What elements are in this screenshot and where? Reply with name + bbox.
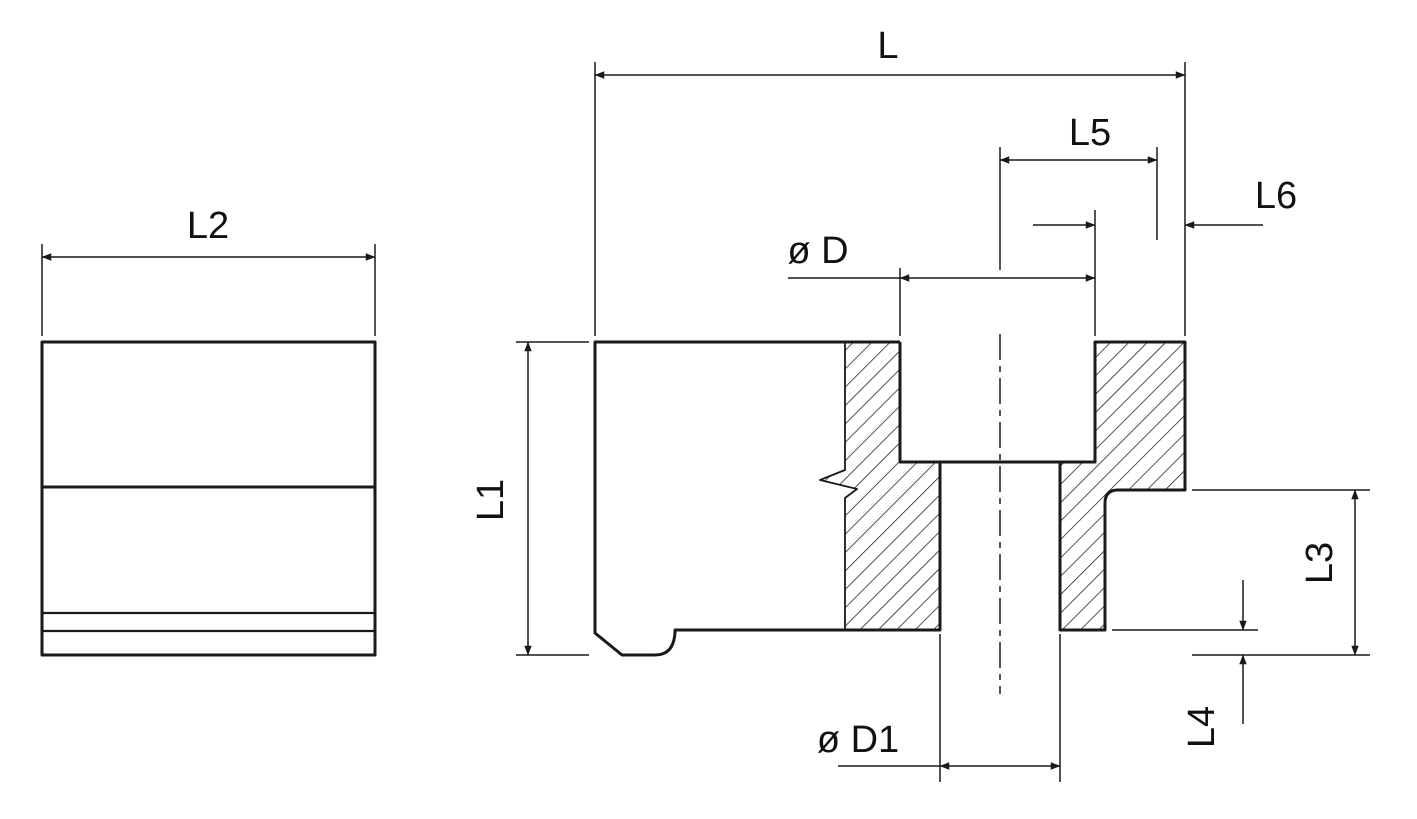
dim-L4: L4 [1112,580,1258,748]
body-outline-left [593,340,942,657]
dim-L3: L3 [1192,489,1370,656]
dim-L6: L6 [1033,175,1297,336]
dim-label-D: ø D [787,230,848,272]
dim-label-L2: L2 [187,205,229,247]
dim-L5: L5 [999,112,1158,240]
dimensions: L L5 L6 ø D L1 L3 [470,25,1370,782]
dim-label-L4: L4 [1181,706,1223,748]
dim-label-L1: L1 [470,479,512,521]
body-outline-right [1058,340,1187,632]
dim-D: ø D [787,230,1096,336]
dim-label-L6: L6 [1255,175,1297,217]
dim-label-D1: ø D1 [817,719,899,761]
section-hatch-left [820,342,940,630]
dim-L: L [594,25,1186,336]
break-line [819,342,858,630]
dim-label-L3: L3 [1299,542,1341,584]
section-view [593,147,1187,694]
dim-L1: L1 [470,341,589,656]
dim-label-L5: L5 [1069,112,1111,154]
dim-L2: L2 [41,205,376,336]
side-view-outline [40,340,377,657]
dim-label-L: L [877,25,898,67]
side-view: L2 [40,205,377,657]
dim-D1: ø D1 [817,634,1061,782]
